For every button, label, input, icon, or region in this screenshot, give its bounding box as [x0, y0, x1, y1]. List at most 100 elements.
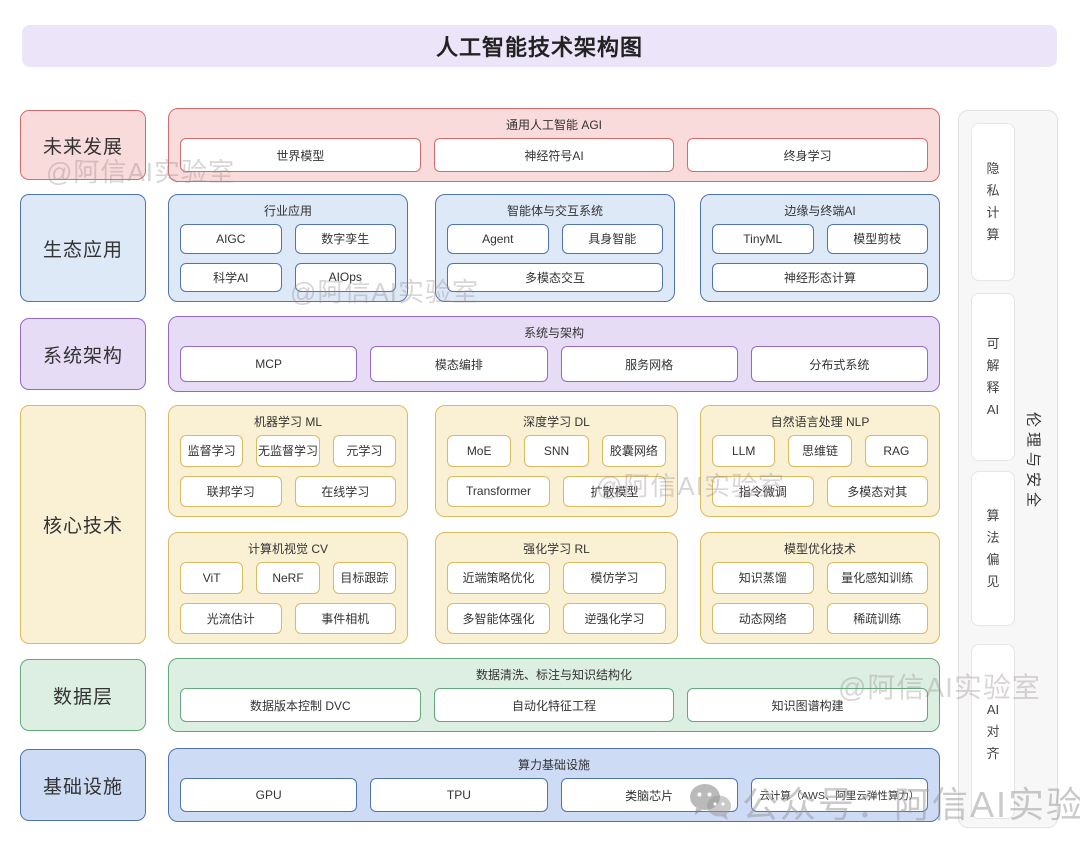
- group-header-deep-learning: 深度学习 DL: [523, 415, 590, 429]
- tech-box: 知识蒸馏: [712, 562, 814, 594]
- group-header-system-and-architecture: 系统与架构: [523, 326, 584, 340]
- row-label-ecosystem-applications: 生态应用: [20, 194, 146, 302]
- tech-box: 光流估计: [180, 602, 282, 634]
- ethics-box-text: 隐: [986, 161, 1000, 176]
- group-model-optimization: 模型优化技术知识蒸馏量化感知训练动态网络稀疏训练: [700, 532, 940, 644]
- ethics-box-text: 算: [986, 227, 1000, 242]
- box-row: TinyML 模型剪枝: [701, 224, 939, 254]
- tech-box: MoE: [447, 435, 512, 467]
- tech-box: SNN: [524, 435, 589, 467]
- tech-box: 分布式系统: [750, 346, 928, 382]
- group-header-compute-infrastructure: 算力基础设施: [517, 758, 590, 772]
- tech-box: 指令微调: [712, 475, 814, 507]
- ethics-box-text: 计: [986, 205, 1000, 220]
- box-row: Agent 具身智能: [436, 224, 674, 254]
- ethics-box-text: AI: [986, 402, 1000, 417]
- box-row: 近端策略优化模仿学习: [436, 562, 677, 594]
- tech-box: 无监督学习: [256, 435, 320, 467]
- tech-box: 在线学习: [294, 475, 396, 507]
- tech-box: 逆强化学习: [563, 602, 666, 634]
- box-row: MCP 模态编排服务网格分布式系统: [169, 346, 939, 382]
- tech-box: GPU: [180, 778, 358, 812]
- row-label-future-development: 未来发展: [20, 110, 146, 180]
- group-header-model-optimization: 模型优化技术: [783, 542, 856, 556]
- box-row: 光流估计事件相机: [169, 602, 407, 634]
- box-row: 数据版本控制 DVC 自动化特征工程知识图谱构建: [169, 688, 939, 722]
- ethics-box-text: 对: [986, 723, 1000, 739]
- ethics-box-text: 算: [986, 507, 1000, 523]
- group-header-agi: 通用人工智能 AGI: [505, 118, 602, 132]
- tech-box: 扩散模型: [563, 475, 666, 507]
- group-header-edge-terminal-ai: 边缘与终端AI: [784, 204, 856, 218]
- tech-box: 科学AI: [180, 262, 282, 292]
- group-header-machine-learning: 机器学习 ML: [253, 415, 322, 429]
- box-row: 联邦学习在线学习: [169, 475, 407, 507]
- tech-box: 类脑芯片: [560, 778, 738, 812]
- tech-box: 自动化特征工程: [433, 688, 675, 722]
- ethics-box-text: 偏: [986, 551, 1000, 567]
- ethics-box-0: 隐私计算: [971, 123, 1015, 281]
- box-row: MoE SNN 胶囊网络: [436, 435, 677, 467]
- tech-box: 神经符号AI: [433, 138, 675, 172]
- ethics-box-text: 齐: [986, 745, 1000, 761]
- row-label-data-layer: 数据层: [20, 659, 146, 731]
- ethics-box-text: 释: [986, 380, 1000, 395]
- tech-box: 服务网格: [560, 346, 738, 382]
- box-row: 多模态交互: [436, 262, 674, 292]
- row-label-core-technology: 核心技术: [20, 405, 146, 644]
- ethics-box-text: AI: [986, 701, 1000, 717]
- tech-box: 云计算（AWS、阿里云弹性算力）: [750, 778, 928, 812]
- tech-box: 近端策略优化: [447, 562, 550, 594]
- box-row: 知识蒸馏量化感知训练: [701, 562, 939, 594]
- ethics-box-2: 算法偏见: [971, 471, 1015, 626]
- tech-box: 动态网络: [712, 602, 814, 634]
- box-row: 神经形态计算: [701, 262, 939, 292]
- tech-box: 量化感知训练: [826, 562, 928, 594]
- tech-box: 联邦学习: [180, 475, 282, 507]
- tech-box: 元学习: [332, 435, 396, 467]
- tech-box: 模型剪枝: [826, 224, 928, 254]
- tech-box: 模仿学习: [563, 562, 666, 594]
- tech-box: 数据版本控制 DVC: [180, 688, 421, 722]
- tech-box: MCP: [180, 346, 358, 382]
- tech-box: 多模态交互: [447, 262, 663, 292]
- tech-box: 数字孪生: [294, 224, 396, 254]
- ethics-axis-label: 伦理与安全: [1024, 411, 1042, 513]
- group-header-agents-interaction: 智能体与交互系统: [506, 204, 603, 218]
- row-label-system-architecture: 系统架构: [20, 318, 146, 390]
- group-header-reinforcement-learning: 强化学习 RL: [523, 542, 590, 556]
- tech-box: TinyML: [712, 224, 814, 254]
- box-row: 指令微调多模态对其: [701, 475, 939, 507]
- group-edge-terminal-ai: 边缘与终端AI TinyML 模型剪枝神经形态计算: [700, 194, 940, 302]
- group-system-and-architecture: 系统与架构 MCP 模态编排服务网格分布式系统: [168, 316, 940, 392]
- tech-box: 稀疏训练: [826, 602, 928, 634]
- tech-box: LLM: [712, 435, 776, 467]
- group-header-industry-applications: 行业应用: [263, 204, 312, 218]
- ethics-box-3: AI 对齐: [971, 644, 1015, 819]
- tech-box: 多模态对其: [826, 475, 928, 507]
- tech-box: RAG: [864, 435, 928, 467]
- tech-box: 模态编排: [370, 346, 548, 382]
- tech-box: Agent: [447, 224, 549, 254]
- tech-box: 知识图谱构建: [687, 688, 929, 722]
- tech-box: 胶囊网络: [601, 435, 666, 467]
- tech-box: 具身智能: [561, 224, 663, 254]
- ethics-box-text: 解: [986, 358, 1000, 373]
- tech-box: 终身学习: [687, 138, 929, 172]
